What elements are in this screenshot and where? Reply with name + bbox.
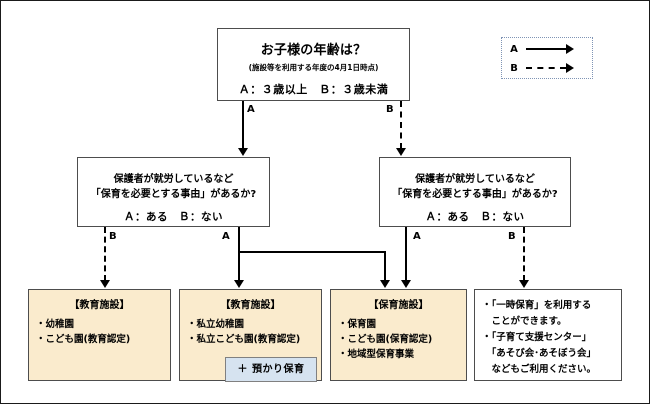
mid-right-options: Ａ：ある Ｂ：ない (425, 211, 525, 223)
node-outcome-temporary-care: ・「一時保育」を利用する ことができます。 ・「子育て支援センター」 「あそび会… (474, 289, 622, 381)
mid-left-line1: 保護者が就労しているなど (113, 174, 234, 185)
root-subtitle: (施設等を利用する年度の4月1日時点) (248, 63, 379, 72)
edge-midright-a-arrowhead (401, 280, 411, 288)
edge-root-to-mid-right-arrowhead (396, 148, 406, 156)
out3-item-3: ・地域型保育事業 (338, 349, 415, 360)
legend-row-b: B (502, 59, 592, 77)
legend-row-a: A (502, 40, 592, 58)
out4-item-5: などもご利用ください。 (482, 364, 597, 375)
legend-box: A B (501, 37, 593, 79)
out1-item-1: ・幼稚園 (36, 319, 75, 330)
edge-midleft-branch-vertical (384, 251, 386, 281)
out3-head: 【保育施設】 (368, 300, 429, 311)
out4-item-2: ことができます。 (482, 316, 567, 327)
node-outcome-education-public: 【教育施設】 ・幼稚園 ・こども園(教育認定) (28, 289, 171, 381)
out3-item-2: ・こども園(保育認定) (338, 334, 433, 345)
edge-midleft-branch-horizontal (238, 251, 385, 253)
out4-item-1: ・「一時保育」を利用する (482, 300, 592, 311)
legend-label-b: B (510, 62, 518, 74)
node-outcome-childcare: 【保育施設】 ・保育園 ・こども園(保育認定) ・地域型保育事業 (330, 289, 467, 381)
edge-midleft-b-line (104, 227, 106, 281)
out4-item-4: 「あそび会･あそぼう会」 (482, 348, 597, 359)
legend-label-a: A (510, 43, 518, 55)
badge-extended-care: ＋ 預かり保育 (225, 357, 317, 382)
node-mid-right-question: 保護者が就労しているなど 「保育を必要とする事由」があるか? Ａ：ある Ｂ：ない (379, 157, 571, 227)
edge-label-midright-b: B (508, 231, 516, 242)
out4-item-3: ・「子育て支援センター」 (482, 332, 592, 343)
edge-midleft-a-arrowhead (234, 280, 244, 288)
edge-label-root-b: B (386, 104, 394, 115)
edge-root-to-mid-left-line (242, 101, 244, 149)
mid-left-line2: 「保育を必要とする事由」があるか? (90, 189, 257, 200)
edge-root-to-mid-right-line (400, 101, 402, 149)
root-options: Ａ：３歳以上 Ｂ：３歳未満 (238, 83, 389, 96)
mid-right-line2: 「保育を必要とする事由」があるか? (392, 189, 558, 200)
edge-midright-a-line (405, 227, 407, 281)
out3-item-1: ・保育園 (338, 319, 377, 330)
node-mid-left-question: 保護者が就労しているなど 「保育を必要とする事由」があるか? Ａ：ある Ｂ：ない (77, 157, 270, 227)
out1-item-2: ・こども園(教育認定) (36, 334, 131, 345)
mid-left-options: Ａ：ある Ｂ：ない (124, 211, 223, 223)
out1-head: 【教育施設】 (69, 300, 130, 311)
out2-item-2: ・私立こども園(教育認定) (187, 334, 301, 345)
legend-solid-arrow-icon (526, 44, 592, 54)
edge-midleft-a-line (238, 227, 240, 281)
edge-midleft-branch-arrowhead (380, 280, 390, 288)
edge-root-to-mid-left-arrowhead (238, 148, 248, 156)
edge-label-midleft-b: B (109, 231, 117, 242)
root-title: お子様の年齢は？ (260, 43, 367, 58)
mid-right-line1: 保護者が就労しているなど (415, 174, 535, 185)
out2-item-1: ・私立幼稚園 (187, 319, 245, 330)
edge-midright-b-line (523, 227, 525, 281)
edge-label-root-a: A (247, 104, 255, 115)
out2-head: 【教育施設】 (220, 300, 281, 311)
edge-midright-b-arrowhead (519, 280, 529, 288)
node-root-question: お子様の年齢は？ (施設等を利用する年度の4月1日時点) Ａ：３歳以上 Ｂ：３歳… (217, 28, 410, 101)
edge-midleft-b-arrowhead (100, 280, 110, 288)
edge-label-midleft-a: A (222, 231, 230, 242)
legend-dashed-arrow-icon (526, 63, 592, 73)
edge-label-midright-a: A (413, 231, 421, 242)
